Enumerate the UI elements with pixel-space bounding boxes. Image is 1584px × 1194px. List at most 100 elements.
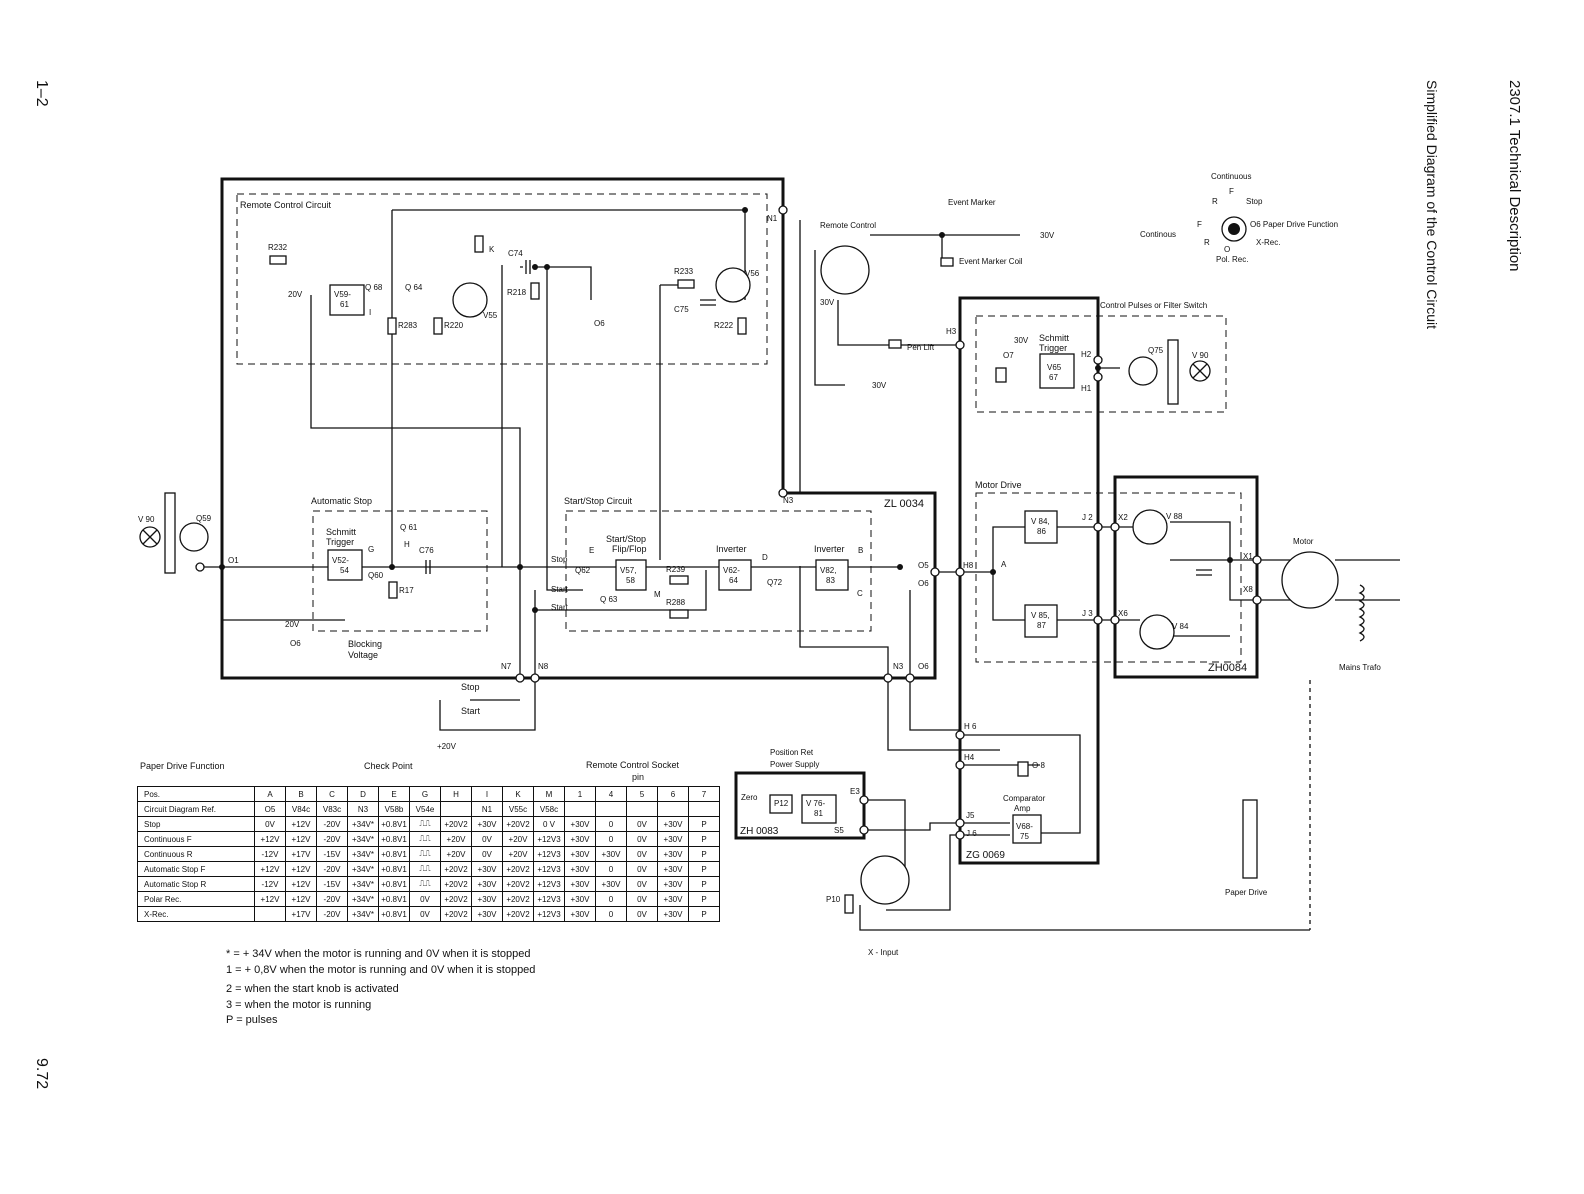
r232	[269, 255, 287, 265]
svg-text:R218: R218	[507, 288, 527, 297]
svg-text:R17: R17	[399, 586, 414, 595]
svg-text:E: E	[589, 546, 594, 555]
table-cell: B	[285, 786, 317, 802]
table-cell: E	[378, 786, 410, 802]
main-board-outline	[220, 177, 937, 680]
label-schmitt-4: Trigger	[1039, 343, 1067, 353]
label-zero: Zero	[741, 793, 758, 802]
table-cell: K	[502, 786, 534, 802]
motor-drive-board	[958, 296, 1100, 865]
label-sel-r2: R	[1204, 238, 1210, 247]
svg-text:N3: N3	[893, 662, 904, 671]
label-sel-o: O	[1224, 245, 1230, 254]
v88-triac	[1132, 509, 1168, 545]
table-cell: -15V	[316, 846, 348, 862]
rk	[474, 235, 484, 253]
table-cell: +12V	[285, 891, 317, 907]
label-plus20v: +20V	[437, 742, 457, 751]
svg-text:V55: V55	[483, 311, 498, 320]
svg-text:G: G	[368, 545, 374, 554]
svg-text:N1: N1	[767, 214, 778, 223]
table-cell: 0V	[626, 831, 658, 847]
table-cell: -15V	[316, 876, 348, 892]
table-cell: +30V	[657, 906, 689, 922]
table-cell: +12V3	[533, 831, 565, 847]
table-cell: ⎍⎍	[409, 846, 441, 862]
row-label-cell: X-Rec.	[137, 906, 255, 922]
label-comparator-1: Comparator	[1003, 794, 1046, 803]
table-cell: +12V	[285, 831, 317, 847]
label-x-input: X - Input	[868, 948, 899, 957]
v82-block	[815, 559, 849, 591]
row-label-cell: Continuous R	[137, 846, 255, 862]
heading-check-point: Check Point	[364, 761, 413, 771]
table-cell	[440, 801, 472, 817]
row-label-cell: Automatic Stop F	[137, 861, 255, 877]
svg-text:O6: O6	[918, 662, 929, 671]
table-cell: +30V	[657, 861, 689, 877]
table-cell: 0V	[409, 906, 441, 922]
table-cell: +20V	[440, 831, 472, 847]
label-20v-1: 20V	[288, 290, 303, 299]
table-cell: 0 V	[533, 816, 565, 832]
svg-text:Q60: Q60	[368, 571, 384, 580]
table-cell: +12V	[285, 876, 317, 892]
table-cell: +30V	[564, 891, 596, 907]
o7-relay	[995, 367, 1007, 383]
table-cell: -20V	[316, 816, 348, 832]
junctions	[219, 207, 1233, 613]
svg-text:K: K	[489, 245, 495, 254]
svg-text:R288: R288	[666, 598, 686, 607]
table-cell: ⎍⎍	[409, 816, 441, 832]
svg-text:P12: P12	[774, 799, 789, 808]
table-cell: P	[688, 816, 720, 832]
table-cell: +30V	[657, 846, 689, 862]
table-cell: +34V*	[347, 876, 379, 892]
table-cell: O5	[254, 801, 286, 817]
label-sel-pol: Pol. Rec.	[1216, 255, 1248, 264]
table-cell: -20V	[316, 861, 348, 877]
svg-text:C75: C75	[674, 305, 689, 314]
table-cell: +0.8V1	[378, 891, 410, 907]
table-cell: +20V2	[440, 861, 472, 877]
label-schmitt-3: Schmitt	[1039, 333, 1070, 343]
table-cell: I	[471, 786, 503, 802]
table-cell: V54e	[409, 801, 441, 817]
label-start-3: Start	[551, 603, 569, 612]
svg-text:D: D	[762, 553, 768, 562]
label-remote-control-circuit: Remote Control Circuit	[240, 200, 332, 210]
motor-capacitor	[1196, 569, 1212, 576]
table-cell: +34V*	[347, 831, 379, 847]
svg-text:B: B	[858, 546, 863, 555]
r218	[530, 282, 540, 300]
zh0083-board	[734, 771, 866, 840]
label-zl0034: ZL 0034	[884, 498, 924, 510]
c75	[700, 299, 716, 306]
svg-text:54: 54	[340, 566, 349, 575]
remote-socket	[820, 245, 870, 295]
svg-text:X2: X2	[1118, 513, 1128, 522]
legend: * = + 34V when the motor is running and …	[226, 947, 535, 1029]
table-cell: 0V	[626, 906, 658, 922]
v55-transistor	[452, 282, 488, 318]
table-cell: 0V	[626, 861, 658, 877]
table-cell: +12V3	[533, 906, 565, 922]
svg-text:Q 64: Q 64	[405, 283, 423, 292]
svg-text:V56: V56	[745, 269, 760, 278]
label-position-ret-2: Power Supply	[770, 760, 819, 769]
label-schmitt-1: Schmitt	[326, 527, 357, 537]
svg-text:R220: R220	[444, 321, 464, 330]
svg-text:V 76-: V 76-	[806, 799, 825, 808]
svg-text:O6: O6	[594, 319, 605, 328]
table-cell: +12V3	[533, 861, 565, 877]
row-label-cell: Automatic Stop R	[137, 876, 255, 892]
svg-text:H 6: H 6	[964, 722, 977, 731]
legend-item: 3 = when the motor is running	[226, 998, 372, 1011]
svg-text:Q62: Q62	[575, 566, 591, 575]
table-cell: +20V2	[440, 906, 472, 922]
svg-text:83: 83	[826, 576, 835, 585]
svg-text:J 3: J 3	[1082, 609, 1093, 618]
label-mains-trafo: Mains Trafo	[1339, 663, 1381, 672]
